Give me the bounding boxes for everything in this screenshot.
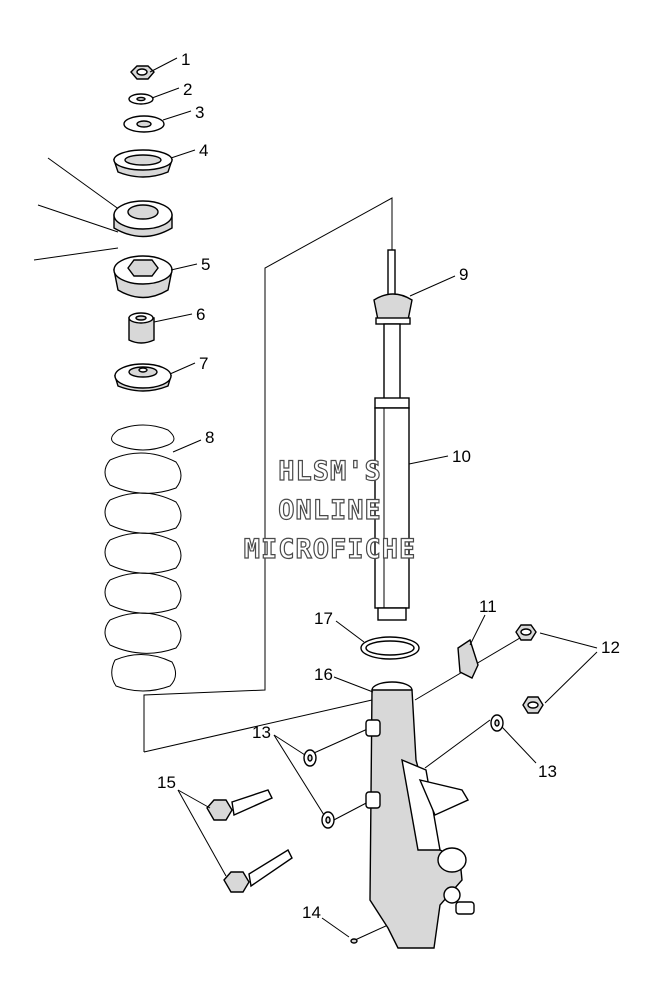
part-bolt-lower <box>223 849 293 893</box>
callout-1: 1 <box>181 50 190 69</box>
part-coil-spring <box>104 424 182 692</box>
part-lock-nut-upper <box>515 624 537 641</box>
part-clip <box>457 638 479 679</box>
callout-14: 14 <box>302 903 321 922</box>
part-screw <box>350 938 358 944</box>
callout-4: 4 <box>199 141 208 160</box>
callout-labels: 1 2 3 4 5 6 7 8 9 10 11 12 13 13 14 15 1… <box>157 50 620 922</box>
part-strut-housing <box>365 681 475 949</box>
part-upper-mount-ring <box>113 200 173 238</box>
callout-16: 16 <box>314 665 333 684</box>
assembly-outline-lines <box>33 157 526 941</box>
part-bearing-cup <box>113 149 173 178</box>
callout-6: 6 <box>196 305 205 324</box>
part-shock-body <box>374 397 410 621</box>
part-washer-bolt-upper <box>303 749 317 767</box>
callout-10: 10 <box>452 447 471 466</box>
watermark: HLSM'S ONLINE MICROFICHE <box>243 455 417 565</box>
part-bushing <box>128 312 155 344</box>
watermark-line-2: ONLINE <box>278 495 382 526</box>
watermark-line-1: HLSM'S <box>278 456 382 487</box>
callout-5: 5 <box>201 255 210 274</box>
part-bumper-mount <box>113 255 173 299</box>
part-washer-nut <box>490 714 504 732</box>
callout-12: 12 <box>601 638 620 657</box>
callout-8: 8 <box>205 428 214 447</box>
part-spring-seat <box>114 363 172 392</box>
callout-15: 15 <box>157 773 176 792</box>
part-washer-bolt-lower <box>321 811 335 829</box>
part-o-ring <box>360 636 420 660</box>
part-shock-rod-seal <box>373 249 413 400</box>
callout-3: 3 <box>195 103 204 122</box>
callout-17: 17 <box>314 609 333 628</box>
callout-13-right: 13 <box>538 762 557 781</box>
part-lock-nut-lower <box>522 696 544 714</box>
part-bolt-upper <box>206 789 273 821</box>
part-nut <box>130 65 155 80</box>
callout-11: 11 <box>479 597 497 616</box>
watermark-line-3: MICROFICHE <box>244 534 417 565</box>
part-washer <box>123 115 165 133</box>
callout-2: 2 <box>183 80 192 99</box>
callout-13-left: 13 <box>252 723 271 742</box>
leader-lines <box>149 57 598 938</box>
callout-9: 9 <box>459 265 468 284</box>
callout-7: 7 <box>199 354 208 373</box>
